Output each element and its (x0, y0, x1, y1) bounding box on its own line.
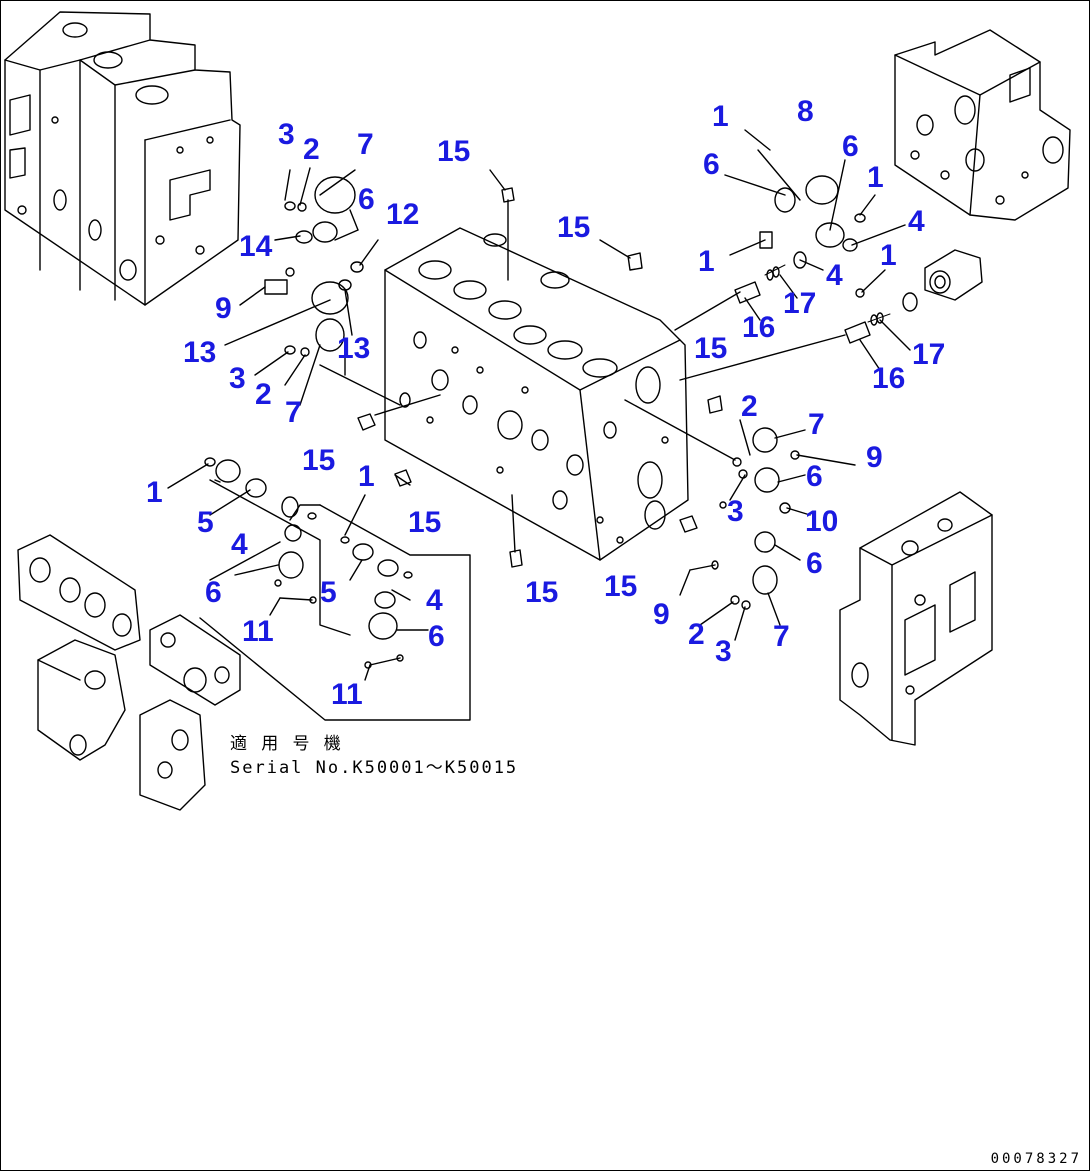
callout-4: 4 (908, 205, 925, 238)
callout-15: 15 (302, 444, 336, 477)
callout-3: 3 (278, 118, 295, 151)
callout-1: 1 (712, 100, 729, 133)
callout-3: 3 (229, 362, 246, 395)
callout-6: 6 (842, 130, 859, 163)
callout-1: 1 (146, 476, 163, 509)
callout-7: 7 (285, 396, 302, 429)
callout-13: 13 (337, 332, 371, 365)
callout-4: 4 (231, 528, 248, 561)
callout-5: 5 (320, 576, 337, 609)
valve-assembly-top-left (4, 11, 241, 306)
spool-plugs (734, 264, 891, 344)
plugs (357, 187, 723, 568)
callout-15: 15 (525, 576, 559, 609)
callout-6: 6 (358, 183, 375, 216)
callout-8: 8 (797, 95, 814, 128)
callout-15: 15 (437, 135, 471, 168)
callout-7: 7 (357, 128, 374, 161)
callout-11: 11 (331, 678, 363, 711)
drawing-code: 00078327 (990, 1151, 1082, 1167)
callout-16: 16 (742, 311, 776, 344)
callout-17: 17 (912, 338, 946, 371)
callout-1: 1 (698, 245, 715, 278)
callout-9: 9 (215, 292, 232, 325)
callout-1: 1 (867, 161, 884, 194)
plate-assembly-lower-left (17, 534, 141, 651)
callout-15: 15 (408, 506, 442, 539)
plug-fitting-right (924, 249, 983, 301)
callout-15: 15 (694, 332, 728, 365)
callout-15: 15 (557, 211, 591, 244)
serial-applicability: 適 用 号 機 Serial No.K50001～K50015 (230, 732, 518, 780)
callout-9: 9 (866, 441, 883, 474)
callout-4: 4 (426, 584, 443, 617)
callout-17: 17 (783, 287, 817, 320)
callout-6: 6 (806, 547, 823, 580)
callout-3: 3 (727, 495, 744, 528)
callout-1: 1 (880, 239, 897, 272)
callout-7: 7 (808, 408, 825, 441)
callout-15: 15 (604, 570, 638, 603)
callout-6: 6 (703, 148, 720, 181)
callout-3: 3 (715, 635, 732, 668)
callout-9: 9 (653, 598, 670, 631)
callout-5: 5 (197, 506, 214, 539)
callout-6: 6 (806, 460, 823, 493)
valve-section-bottom-right (839, 491, 993, 746)
callout-12: 12 (386, 198, 420, 231)
callout-13: 13 (183, 336, 217, 369)
callout-6: 6 (205, 576, 222, 609)
serial-number-range: Serial No.K50001～K50015 (230, 758, 519, 778)
callout-2: 2 (741, 390, 758, 423)
callout-14: 14 (239, 230, 273, 263)
applicability-label: 適 用 号 機 (230, 734, 343, 754)
callout-2: 2 (255, 378, 272, 411)
callout-1: 1 (358, 460, 375, 493)
main-valve-body (384, 227, 689, 561)
callout-16: 16 (872, 362, 906, 395)
callout-7: 7 (773, 620, 790, 653)
plate-lower-center (149, 614, 241, 706)
valve-section-top-right (894, 29, 1071, 221)
callout-4: 4 (826, 259, 843, 292)
block-lower-left (37, 639, 126, 761)
leader-lines (167, 129, 911, 721)
callout-2: 2 (303, 133, 320, 166)
callout-6: 6 (428, 620, 445, 653)
callout-2: 2 (688, 618, 705, 651)
callout-11: 11 (242, 615, 274, 648)
block-lower-center (139, 699, 206, 811)
callout-10: 10 (805, 505, 839, 538)
